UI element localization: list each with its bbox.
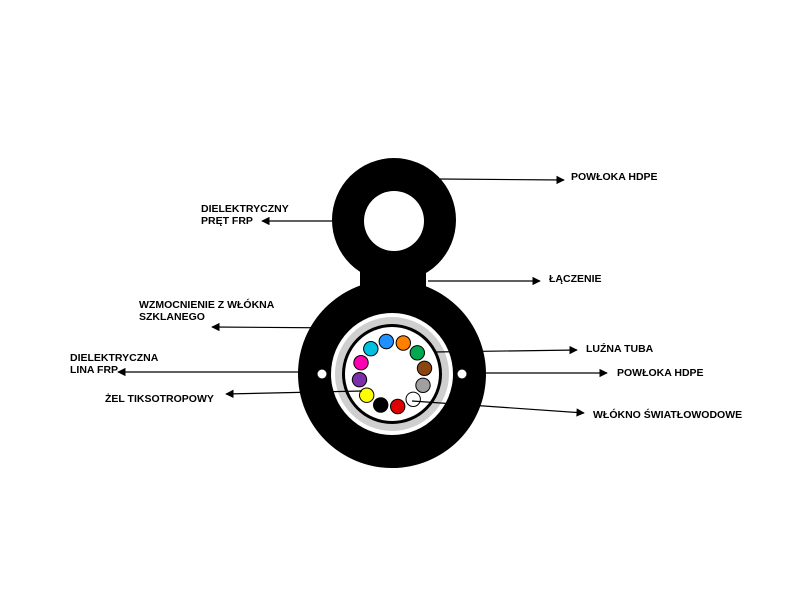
fiber-green-icon — [409, 345, 425, 361]
fiber-red-icon — [390, 398, 406, 415]
fiber-blue-icon — [378, 333, 394, 350]
label-loose-tube: LUŹNA TUBA — [586, 342, 654, 355]
label-glass-yarn-1: WZMOCNIENIE Z WŁÓKNA — [139, 298, 275, 311]
fiber-orange-icon — [395, 335, 411, 351]
label-glass-yarn-2: SZKLANEGO — [139, 311, 205, 323]
frp-line-left — [317, 369, 327, 379]
arrow-glass-yarn — [211, 322, 349, 332]
fiber-black-icon — [373, 397, 389, 413]
fiber-pink-icon — [353, 355, 369, 371]
label-messenger-rod-1: DIELEKTRYCZNY — [201, 203, 289, 215]
label-outer-sheath-top: POWŁOKA HDPE — [571, 171, 658, 183]
label-frp-line-2: LINA FRP — [70, 364, 118, 376]
optical-fibers — [351, 333, 433, 415]
arrow-loose-tube — [433, 345, 578, 355]
arrow-optical-fiber — [411, 400, 585, 417]
fiber-yellow-icon — [359, 387, 375, 403]
fiber-violet-icon — [351, 372, 368, 388]
frp-line-right — [457, 369, 467, 379]
fiber-gray-icon — [415, 377, 431, 393]
label-frp-line-1: DIELEKTRYCZNA — [70, 352, 159, 364]
arrow-outer-sheath-top — [439, 175, 565, 185]
fiber-brown-icon — [416, 360, 433, 376]
fiber-white-icon — [405, 391, 421, 407]
fiber-aqua-icon — [363, 341, 379, 357]
arrow-gel — [225, 389, 363, 399]
label-gel: ŻEL TIKSOTROPOWY — [105, 392, 214, 405]
label-messenger-rod-2: PRĘT FRP — [201, 215, 253, 227]
label-web-connection: ŁĄCZENIE — [549, 273, 602, 285]
label-optical-fiber: WŁÓKNO ŚWIATŁOWODOWE — [593, 408, 742, 421]
label-outer-sheath-right: POWŁOKA HDPE — [617, 367, 704, 379]
messenger-frp-rod — [364, 191, 424, 251]
